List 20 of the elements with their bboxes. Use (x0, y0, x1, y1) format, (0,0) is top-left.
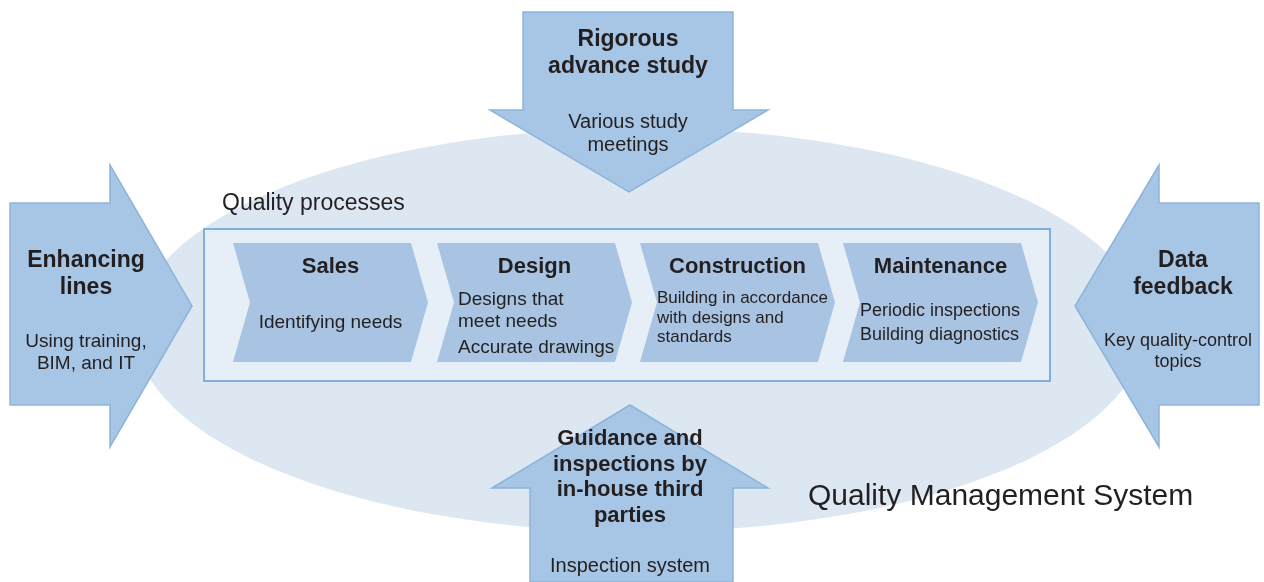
stage-text: Building diagnostics (860, 324, 1021, 345)
arrow-text: Using training, BIM, and IT (24, 330, 148, 375)
stage-title: Construction (668, 253, 807, 279)
arrow-text: Inspection system (548, 554, 712, 578)
system-title: Quality Management System (808, 478, 1195, 513)
arrow-text: Key quality-control topics (1102, 330, 1254, 372)
stage-text: Periodic inspections (860, 300, 1022, 321)
arrow-title: Guidance and inspections by in-house third parties (551, 425, 708, 528)
section-heading: Quality processes (222, 189, 406, 216)
stage-text: Identifying needs (257, 311, 404, 334)
stage-text: Accurate drawings (458, 336, 616, 359)
stage-title: Sales (300, 253, 361, 279)
arrow-title: Data feedback (1132, 246, 1234, 300)
stage-title: Design (496, 253, 573, 279)
stage-title: Maintenance (872, 253, 1009, 279)
arrow-title: Rigorous advance study (547, 25, 709, 79)
stage-text: Building in accordance with designs and standards (657, 288, 830, 348)
stage-text: Designs that meet needs (458, 288, 565, 333)
arrow-title: Enhancing lines (26, 246, 146, 300)
arrow-text: Various study meetings (567, 110, 689, 157)
